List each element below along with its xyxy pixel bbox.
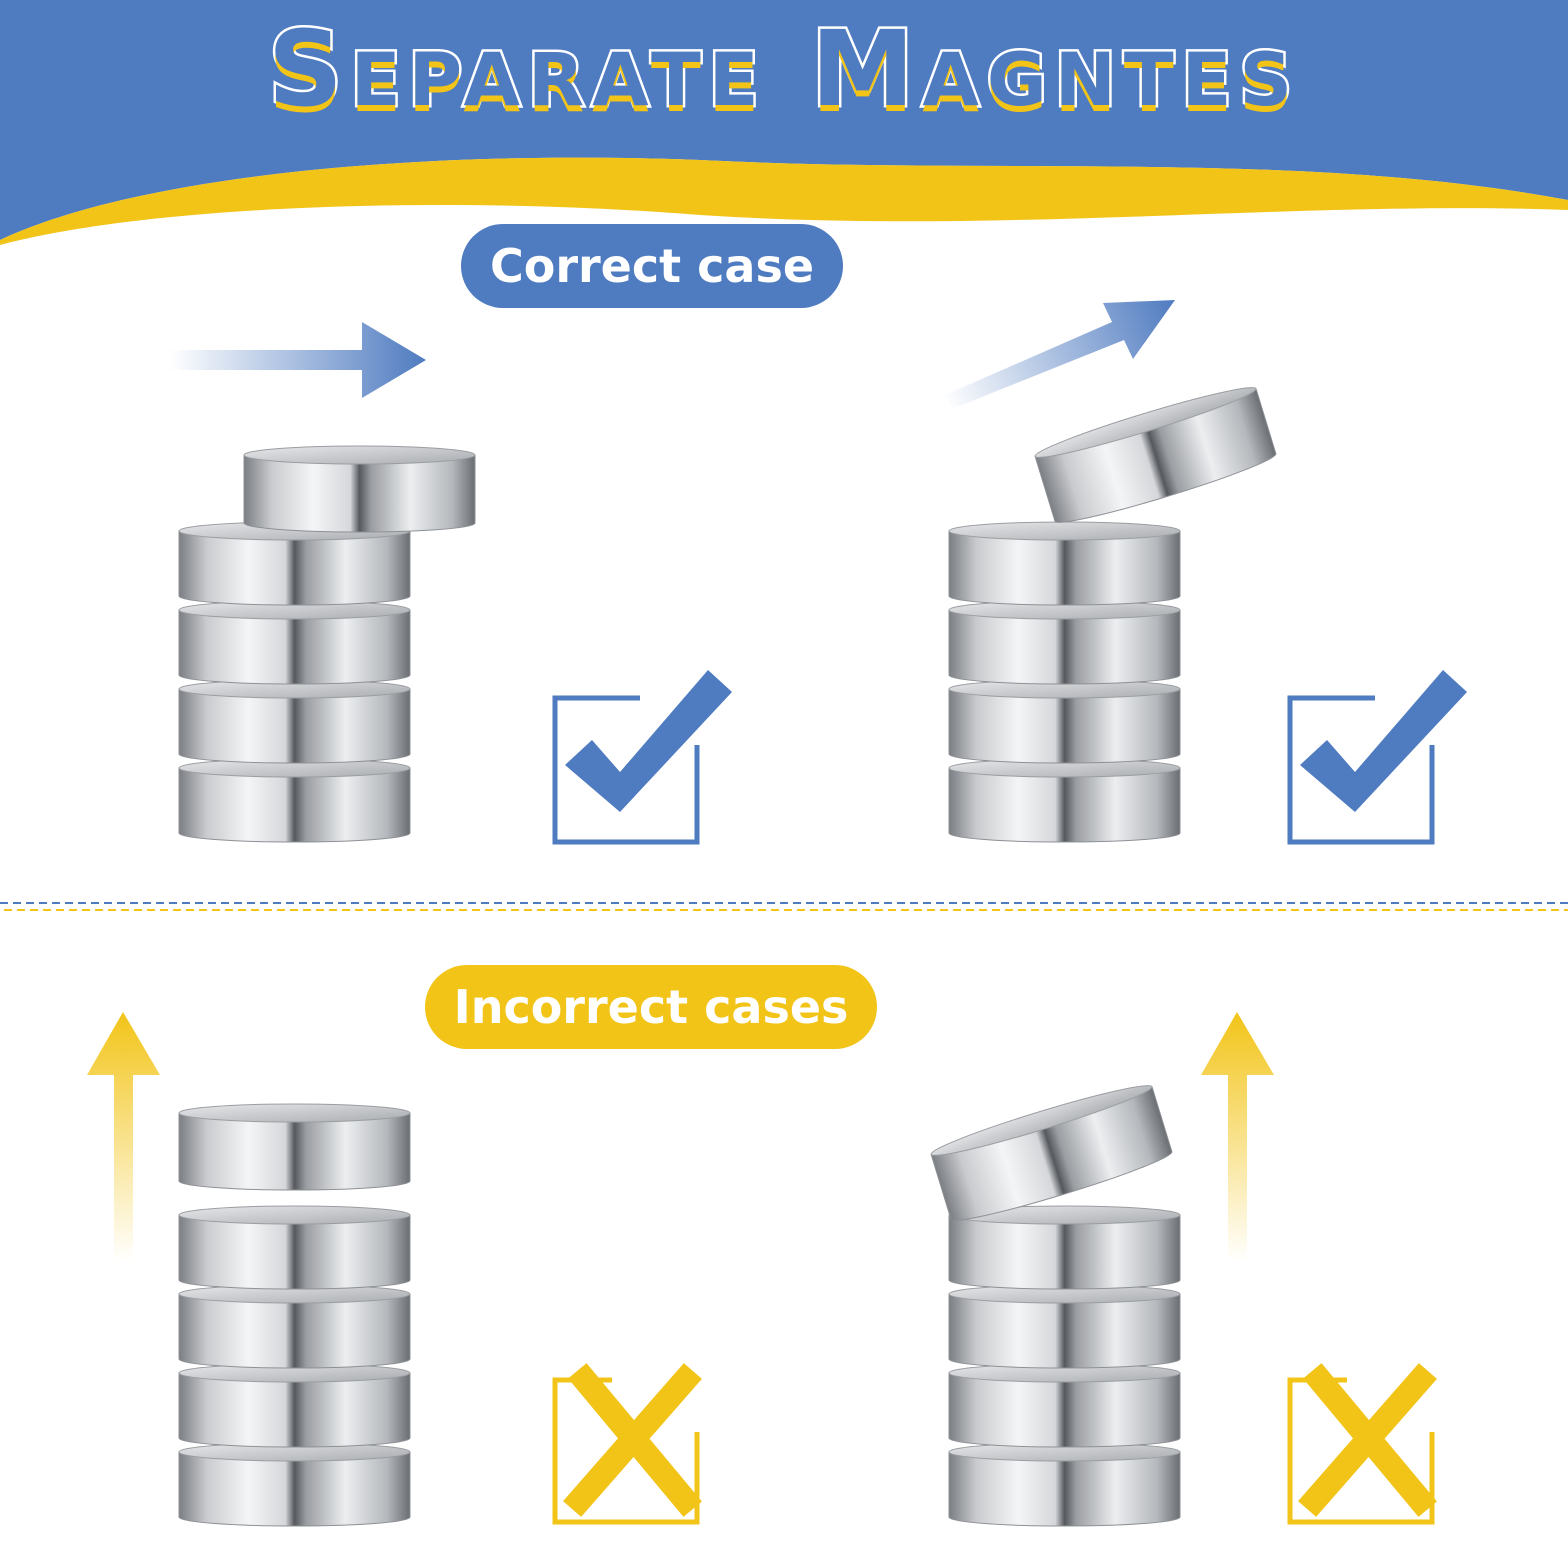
disc-magnet xyxy=(178,758,411,843)
arrow-up-right-icon xyxy=(945,300,1175,409)
disc-magnet xyxy=(178,521,411,606)
magnet-stack xyxy=(178,445,476,843)
incorrect-cases-label: Incorrect cases xyxy=(425,965,877,1049)
disc-magnet xyxy=(948,758,1181,843)
header-banner xyxy=(0,0,1568,245)
correct-case-label: Correct case xyxy=(461,224,843,308)
arrow-right-icon xyxy=(170,322,426,398)
page-title: Separate Magntes xyxy=(265,6,1301,133)
magnet-stack xyxy=(948,387,1277,843)
cross-icon xyxy=(1287,1363,1437,1525)
arrow-up-icon xyxy=(1201,1012,1274,1262)
disc-magnet xyxy=(178,1103,411,1191)
panel-incorrect-pry-tilted xyxy=(930,1012,1437,1527)
disc-magnet xyxy=(948,1205,1181,1290)
cross-icon xyxy=(552,1363,702,1525)
disc-magnet xyxy=(178,600,411,685)
disc-magnet xyxy=(948,600,1181,685)
magnet-stack xyxy=(178,1103,411,1527)
checkmark-icon xyxy=(1287,670,1467,845)
arrow-up-icon xyxy=(87,1012,160,1262)
disc-magnet xyxy=(1034,387,1277,523)
disc-magnet xyxy=(948,1284,1181,1369)
disc-magnet xyxy=(178,1205,411,1290)
disc-magnet xyxy=(178,1363,411,1448)
panel-incorrect-pull-straight xyxy=(87,1012,702,1527)
panel-correct-slide-diagonal xyxy=(945,300,1467,845)
disc-magnet xyxy=(243,445,476,533)
disc-magnet xyxy=(948,521,1181,606)
panel-correct-slide-horizontal xyxy=(170,322,732,845)
checkmark-icon xyxy=(552,670,732,845)
disc-magnet xyxy=(930,1085,1173,1221)
disc-magnet xyxy=(178,1442,411,1527)
disc-magnet xyxy=(948,679,1181,764)
disc-magnet xyxy=(948,1363,1181,1448)
disc-magnet xyxy=(178,679,411,764)
disc-magnet xyxy=(178,1284,411,1369)
disc-magnet xyxy=(948,1442,1181,1527)
magnet-stack xyxy=(930,1085,1181,1527)
